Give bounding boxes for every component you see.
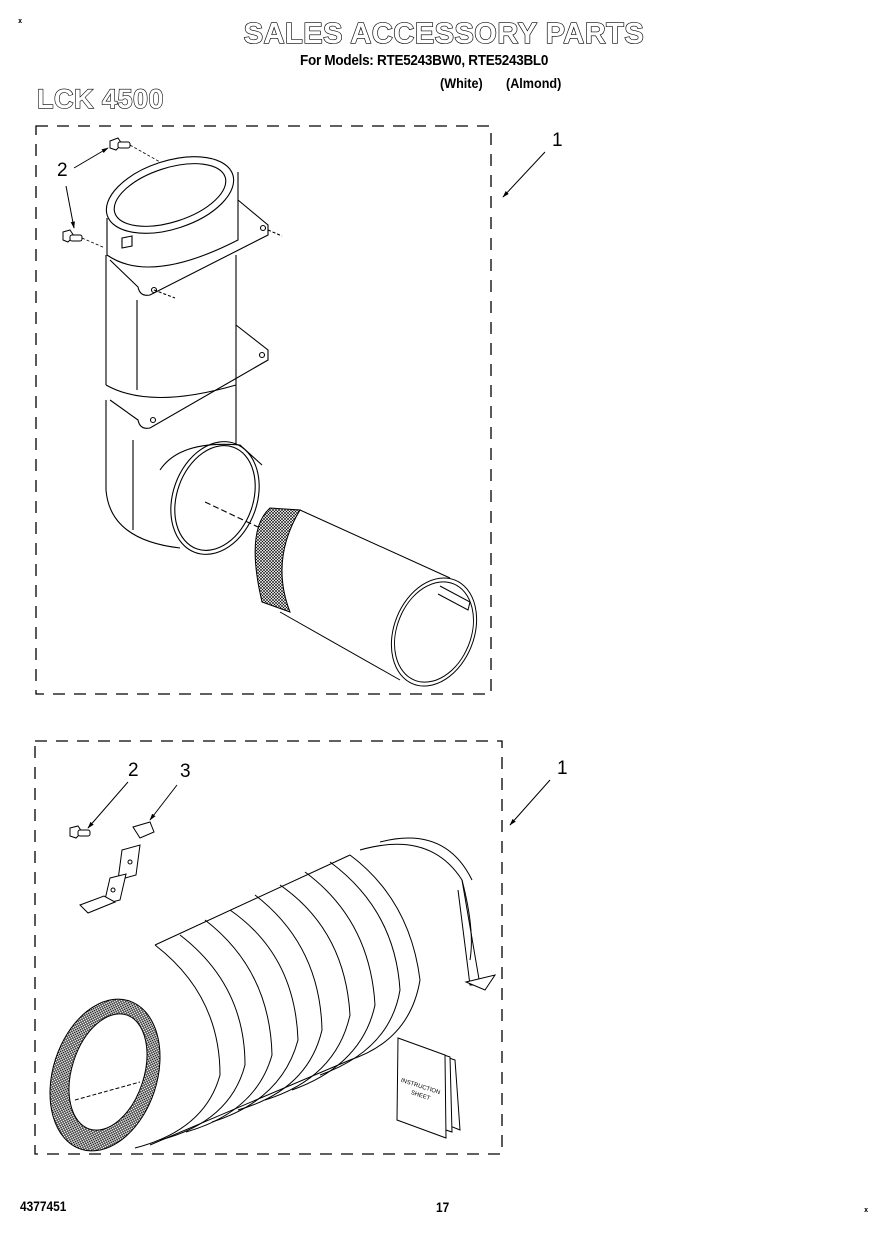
callout-leader-2-top-b — [65, 185, 75, 229]
instruction-sheet-label-2: SHEET — [410, 1090, 431, 1102]
registration-mark-bottom-right: x — [864, 1206, 869, 1214]
callout-leader-1-bottom — [509, 779, 551, 826]
page-title: SALES ACCESSORY PARTS — [243, 17, 645, 50]
callout-label-3-bottom: 3 — [180, 761, 191, 782]
callout-leader-3-bottom — [149, 784, 178, 821]
page-number: 17 — [436, 1199, 450, 1215]
model-color-almond: (Almond) — [506, 75, 562, 91]
kit-number: LCK 4500 — [36, 83, 165, 114]
top-assembly-box — [35, 125, 492, 695]
document-number: 4377451 — [20, 1198, 67, 1214]
instruction-sheet-icon — [396, 1037, 461, 1139]
model-color-white: (White) — [440, 75, 483, 91]
connector-tube-drawing — [254, 507, 478, 687]
screw-icon-bottom — [69, 825, 91, 839]
callout-label-1-top: 1 — [552, 130, 563, 151]
screw-icon-top-2 — [62, 229, 83, 243]
duct-assembly-drawing — [105, 156, 283, 555]
bottom-assembly-box — [34, 740, 503, 1155]
callout-leader-2-bottom — [87, 781, 129, 829]
callout-label-1-bottom: 1 — [557, 758, 568, 779]
registration-mark-top-left: x — [18, 17, 23, 25]
callout-leader-1-top — [502, 151, 546, 198]
bracket-drawing — [79, 821, 155, 914]
models-line: For Models: RTE5243BW0, RTE5243BL0 — [300, 52, 549, 69]
screw-icon-top-1 — [109, 137, 131, 151]
hose-assembly-drawing — [49, 837, 497, 1152]
callout-label-2-bottom: 2 — [128, 760, 139, 781]
callout-leader-2-top-a — [73, 147, 109, 169]
callout-label-2-top: 2 — [57, 160, 68, 181]
